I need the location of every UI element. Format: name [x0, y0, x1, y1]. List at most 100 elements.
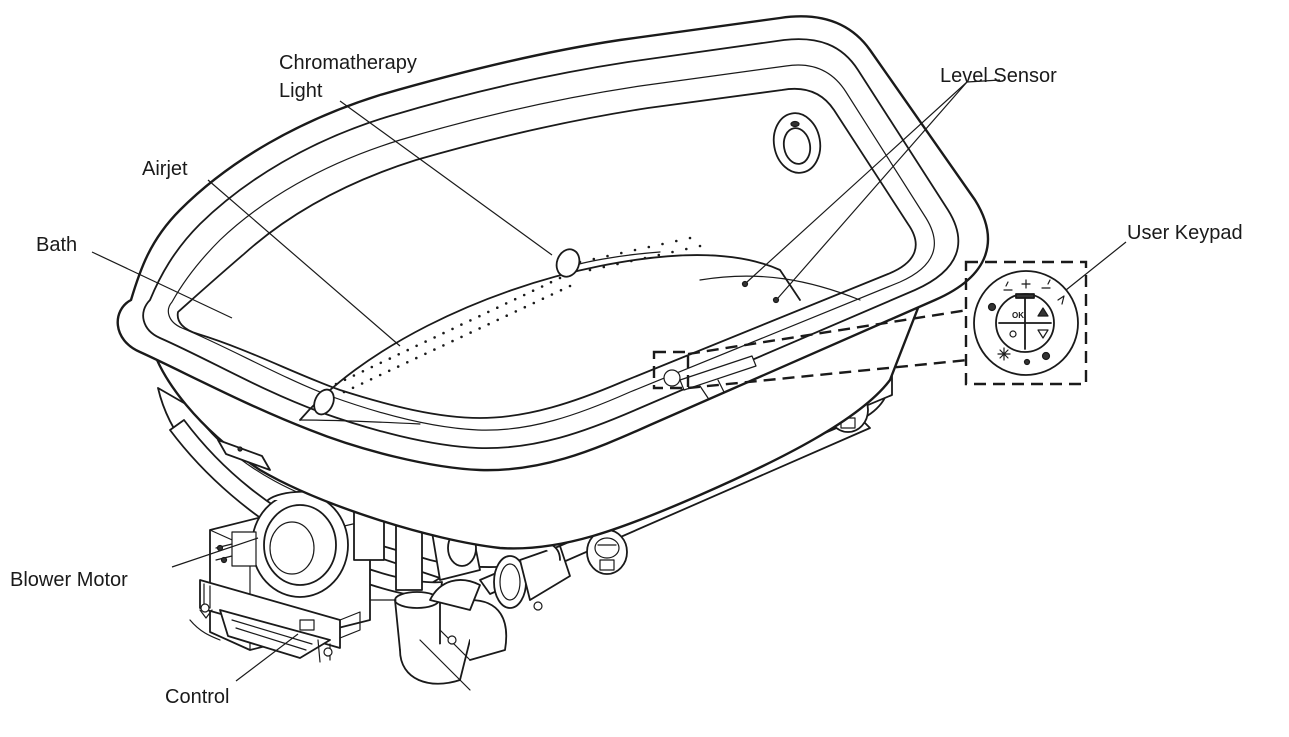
airjet-dot [496, 318, 500, 322]
sun-icon [997, 347, 1011, 361]
airjet-dot [451, 327, 454, 331]
airjet-dot [396, 365, 400, 368]
labels: Chromatherapy Light Level Sensor Airjet … [10, 52, 1243, 708]
airjet-dot [424, 340, 427, 343]
airjet-dot [387, 369, 391, 373]
airjet-dot [685, 247, 688, 251]
airjet-dot [415, 356, 418, 360]
leader-level-sensor-2 [777, 81, 968, 299]
airjet-dot [558, 276, 562, 280]
keypad-mount [663, 355, 757, 399]
airjet-dot [424, 352, 427, 356]
airjet-dot [675, 239, 678, 243]
airjet-dot [378, 373, 382, 377]
bath-tub [116, 15, 990, 550]
down-arrow-icon [1037, 329, 1049, 339]
airjet-dot [451, 339, 454, 343]
leader-airjet [207, 179, 401, 347]
control-box [189, 579, 361, 663]
light-icon [1023, 358, 1031, 366]
label-bath: Bath [36, 234, 77, 256]
airjet-dot [513, 297, 517, 301]
airjet-dots [334, 236, 702, 394]
airjet-dot [592, 257, 596, 261]
leader-blower-motor [171, 537, 259, 568]
airjet-dot [433, 348, 436, 351]
airjet-dot [379, 361, 383, 365]
airjet-dot [522, 293, 526, 297]
leader-lines [91, 79, 1127, 682]
airjet-dot [588, 268, 592, 272]
level-sensor-2 [772, 296, 780, 304]
bath-drain-icon [1041, 279, 1051, 289]
airjet-dot [606, 254, 609, 258]
airjet-dot [505, 314, 509, 318]
airjet-dot [460, 335, 463, 339]
airjet-dot [442, 344, 445, 347]
airjet-dot [334, 382, 338, 386]
airjet-dot [630, 259, 633, 263]
airjet-dot [343, 378, 347, 382]
label-level-sensor: Level Sensor [940, 65, 1057, 87]
airjet-dot [657, 253, 661, 257]
airjet-dot [671, 250, 674, 254]
airjet-dot [661, 242, 664, 246]
level-sensor-1 [741, 280, 749, 288]
airjet-dot [698, 244, 702, 248]
airjet-dot [643, 256, 647, 260]
airjet-dot [478, 314, 481, 318]
airjet-dot [369, 378, 373, 381]
power-icon [1009, 330, 1017, 338]
airjet-dot [568, 284, 572, 288]
overflow-drain [772, 112, 822, 174]
airjet-dot [688, 236, 692, 240]
airjet-dot [406, 361, 409, 364]
airjet-dot [532, 301, 536, 305]
airjet-dot [469, 331, 472, 334]
airjet-dot [647, 245, 651, 249]
leader-chromatherapy [339, 100, 553, 256]
label-control: Control [165, 686, 229, 708]
airjet-dot [523, 305, 527, 309]
airjet-left-opening [313, 388, 335, 416]
bubbles-icon [987, 302, 997, 312]
label-chromatherapy-line2: Light [279, 80, 323, 102]
up-arrow-icon [1037, 307, 1049, 317]
leader-bath [91, 251, 233, 319]
airjet-dot [433, 336, 436, 339]
airjet-dot [549, 280, 553, 284]
keypad-ok-label: OK [1012, 311, 1024, 320]
airjet-dot [514, 310, 518, 313]
airjet-dot [504, 302, 508, 305]
airjet-dot [550, 293, 554, 296]
airjet-dot [602, 265, 606, 269]
temperature-icon [1021, 279, 1031, 289]
airjet-dot [397, 353, 401, 356]
leader-control [235, 633, 299, 682]
airjet-dot [460, 323, 463, 326]
airjet-dot [478, 327, 481, 330]
label-user-keypad: User Keypad [1127, 222, 1243, 244]
airjet-dot [487, 310, 490, 314]
fitting-left [586, 529, 628, 575]
tap-icon [1057, 295, 1065, 305]
label-airjet: Airjet [142, 158, 188, 180]
airjet-dot [388, 357, 392, 360]
pump-icon [1041, 351, 1051, 361]
airjet-dot [415, 344, 418, 348]
airjet-dot [487, 322, 490, 326]
airjet-dot [361, 370, 365, 373]
airjet-dot [370, 365, 374, 369]
airjet-dot [559, 288, 563, 292]
airjet-dot [620, 251, 623, 255]
airjet-dot [541, 297, 545, 301]
airjet-dot [496, 306, 499, 310]
airjet-dot [578, 260, 582, 264]
airjet-dot [633, 248, 637, 252]
user-keypad-detail: OK [652, 260, 1088, 390]
airjet-dot [616, 262, 619, 266]
label-chromatherapy-line1: Chromatherapy [279, 52, 417, 74]
bath-fill-icon [1003, 281, 1013, 291]
leader-user-keypad [1065, 241, 1127, 291]
